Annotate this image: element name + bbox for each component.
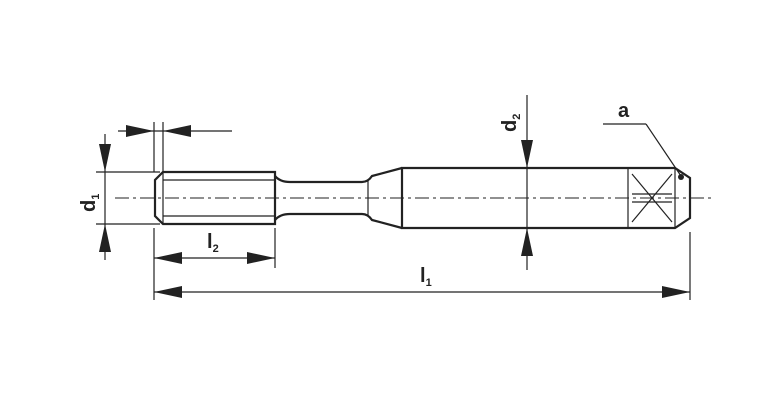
l2-arrow-left bbox=[154, 252, 182, 264]
neck-section bbox=[274, 166, 403, 230]
square-cross-2 bbox=[631, 173, 673, 223]
callout-a-label: a bbox=[618, 100, 630, 122]
d2-arrow-bottom bbox=[521, 228, 533, 256]
l2-arrow-right bbox=[247, 252, 275, 264]
l2-label: l2 bbox=[207, 231, 219, 255]
dimension-d1: d1 bbox=[78, 134, 160, 260]
d1-arrow-top bbox=[99, 144, 111, 172]
d1-arrow-bottom bbox=[99, 224, 111, 252]
callout-a: a bbox=[603, 100, 684, 180]
l1-arrow-left bbox=[154, 286, 182, 298]
dimension-l1: l1 bbox=[153, 228, 691, 300]
dimension-chamfer bbox=[118, 122, 232, 172]
chamfer-arrow-left bbox=[126, 125, 154, 137]
d2-label: d2 bbox=[499, 114, 523, 132]
l1-arrow-right bbox=[662, 286, 690, 298]
callout-a-leader bbox=[645, 123, 682, 177]
dimension-d2: d2 bbox=[499, 95, 533, 270]
callout-a-dot bbox=[678, 174, 684, 180]
l1-label: l1 bbox=[420, 265, 432, 289]
dimension-l2: l2 bbox=[154, 228, 276, 268]
tool-outline bbox=[153, 166, 692, 230]
chamfer-arrow-right bbox=[163, 125, 191, 137]
d1-label: d1 bbox=[78, 194, 102, 212]
d2-arrow-top bbox=[521, 140, 533, 168]
